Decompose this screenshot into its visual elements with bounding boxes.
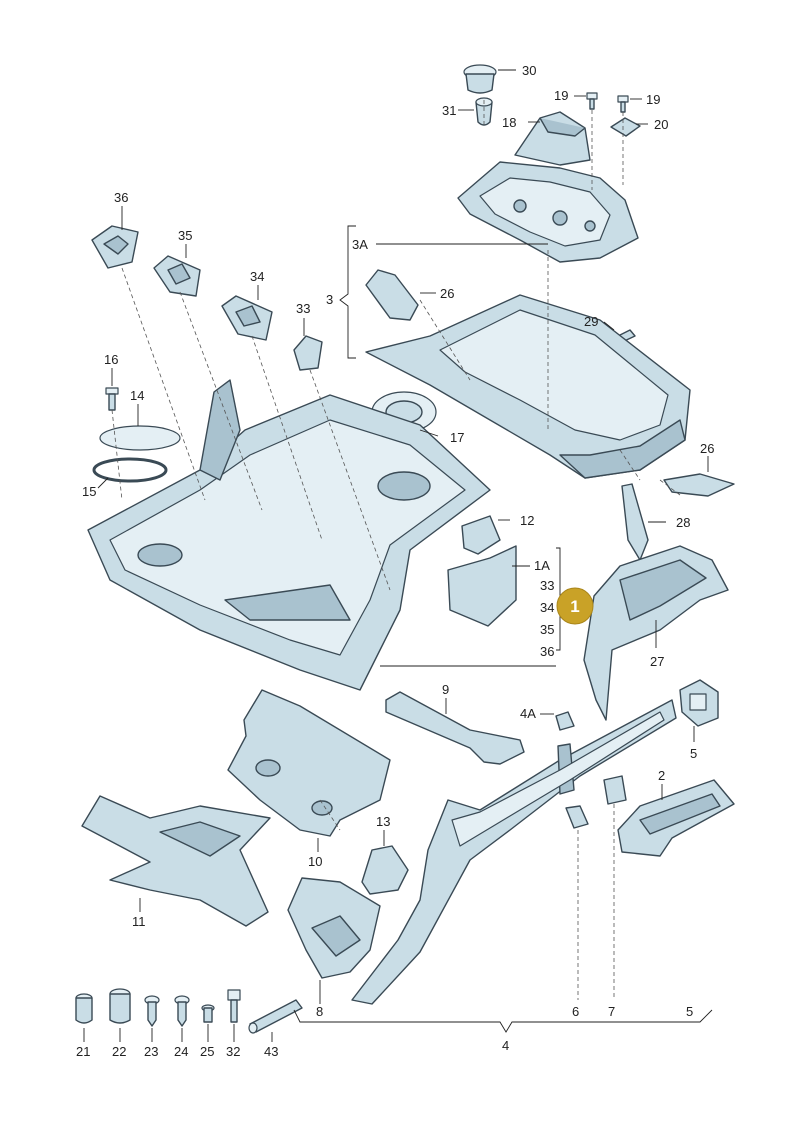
part-31-plug — [475, 97, 493, 126]
part-16-bolt — [105, 387, 119, 411]
label-14: 14 — [130, 388, 144, 403]
label-25: 25 — [200, 1044, 214, 1059]
label-11: 11 — [132, 914, 146, 929]
part-28-pillar — [621, 483, 649, 561]
part-1a-side-bracket — [447, 545, 517, 627]
part-24-screw — [174, 995, 190, 1027]
part-3a-rear-panel — [457, 161, 639, 263]
label-13: 13 — [376, 814, 390, 829]
label-32: 32 — [226, 1044, 240, 1059]
label-35b: 35 — [540, 622, 554, 637]
label-19a: 19 — [554, 88, 568, 103]
part-13-bracket — [361, 845, 409, 895]
label-19b: 19 — [646, 92, 660, 107]
part-27-wheelhouse — [583, 545, 729, 721]
part-19-bolt-a — [586, 92, 598, 110]
part-36-bracket — [91, 225, 139, 269]
label-16: 16 — [104, 352, 118, 367]
label-26a: 26 — [440, 286, 454, 301]
label-20: 20 — [654, 117, 668, 132]
part-26-bracket-top — [365, 269, 419, 321]
label-29: 29 — [584, 314, 598, 329]
part-25-bolt — [201, 1004, 215, 1023]
label-31: 31 — [442, 103, 456, 118]
label-5a: 5 — [690, 746, 697, 761]
label-1a: 1A — [534, 558, 550, 573]
label-36a: 36 — [114, 190, 128, 205]
label-10: 10 — [308, 854, 322, 869]
label-23: 23 — [144, 1044, 158, 1059]
label-36b: 36 — [540, 644, 554, 659]
part-4a-clip — [555, 711, 575, 731]
label-21: 21 — [76, 1044, 90, 1059]
part-10-crossmember — [227, 689, 391, 837]
part-26-bracket-right — [663, 473, 735, 497]
label-4a: 4A — [520, 706, 536, 721]
label-34a: 34 — [250, 269, 264, 284]
part-labels: 30 31 18 19 19 20 3A 3 26 29 36 35 34 33… — [76, 63, 714, 1059]
label-24: 24 — [174, 1044, 188, 1059]
alignment-lines — [111, 100, 681, 1000]
label-7: 7 — [608, 1004, 615, 1019]
label-8: 8 — [316, 1004, 323, 1019]
part-34-bracket — [221, 295, 273, 341]
label-2: 2 — [658, 768, 665, 783]
part-14-cover — [99, 425, 181, 451]
part-3-rear-floor — [365, 294, 691, 479]
label-15: 15 — [82, 484, 96, 499]
part-11-front-member — [81, 795, 271, 927]
part-12-bracket — [461, 515, 501, 555]
part-18-bracket — [514, 111, 591, 166]
part-8-bracket — [287, 877, 381, 979]
label-3a: 3A — [352, 237, 368, 252]
label-22: 22 — [112, 1044, 126, 1059]
label-33b: 33 — [540, 578, 554, 593]
part-33-bracket — [293, 335, 323, 371]
label-5b: 5 — [686, 1004, 693, 1019]
label-12: 12 — [520, 513, 534, 528]
part-1a-main-floor — [87, 379, 491, 691]
label-28: 28 — [676, 515, 690, 530]
part-15-ring — [92, 457, 168, 483]
part-30-cap — [463, 64, 497, 94]
badge-text: 1 — [570, 597, 579, 616]
part-9-member — [385, 691, 525, 765]
label-18: 18 — [502, 115, 516, 130]
part-1-badge[interactable]: 1 — [556, 587, 594, 625]
label-30: 30 — [522, 63, 536, 78]
part-35-bracket — [153, 255, 201, 297]
part-43-pin — [248, 999, 303, 1034]
part-5-bracket — [679, 679, 719, 727]
label-3: 3 — [326, 292, 333, 307]
label-43: 43 — [264, 1044, 278, 1059]
part-7-bracket — [603, 775, 627, 805]
leader-lines — [83, 69, 709, 1042]
label-35a: 35 — [178, 228, 192, 243]
label-4: 4 — [502, 1038, 509, 1053]
part-20-nut — [610, 117, 641, 137]
label-17: 17 — [450, 430, 464, 445]
label-9: 9 — [442, 682, 449, 697]
label-6: 6 — [572, 1004, 579, 1019]
part-22-plug — [109, 988, 131, 1024]
part-23-screw — [144, 995, 160, 1027]
part-2-rail — [617, 779, 735, 857]
label-27: 27 — [650, 654, 664, 669]
label-33a: 33 — [296, 301, 310, 316]
part-4-side-rail — [351, 699, 677, 1005]
part-32-bolt — [227, 989, 241, 1023]
part-6-clip — [565, 805, 589, 829]
label-34b: 34 — [540, 600, 554, 615]
part-21-plug — [75, 993, 93, 1024]
label-26b: 26 — [700, 441, 714, 456]
part-19-bolt-b — [617, 95, 629, 113]
